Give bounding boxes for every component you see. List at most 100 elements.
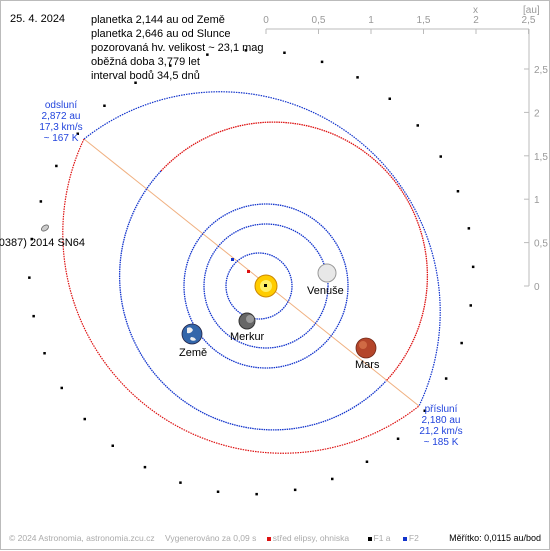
orbit-dot xyxy=(444,377,448,380)
orbit-dot xyxy=(471,265,475,269)
generated-text: Vygenerováno za 0,09 s xyxy=(165,533,257,543)
mercury-label: Merkur xyxy=(230,331,265,343)
orbit-dot xyxy=(83,417,86,421)
aphelion-title: odsluní xyxy=(44,100,78,111)
mars-orbit-red xyxy=(160,121,429,382)
orbit-dot xyxy=(206,53,209,56)
orbit-dot xyxy=(244,49,248,52)
orbit-dot xyxy=(111,444,114,447)
orbit-dot xyxy=(60,386,63,390)
mars-highlight xyxy=(359,341,367,349)
center-legend-swatch xyxy=(266,536,271,541)
mercury-shade xyxy=(246,315,254,323)
mars-orbit-blue xyxy=(118,170,387,431)
asteroid-label: (460387) 2014 SN64 xyxy=(0,237,85,249)
asteroid-orbit-blue xyxy=(83,91,441,407)
x-tick-label: 1,5 xyxy=(417,15,431,26)
orbit-dot xyxy=(460,341,463,345)
x-tick-label: 0 xyxy=(263,15,269,26)
earth-icon xyxy=(181,323,203,345)
y-tick-label: 1 xyxy=(534,195,540,206)
x-axis-name: x xyxy=(473,5,478,16)
orbit-dot xyxy=(439,155,442,158)
orbit-position-dots xyxy=(28,49,475,496)
perihelion-title: přísluní xyxy=(424,404,458,415)
y-tick-label: 0 xyxy=(534,282,540,293)
perihelion-temp: ~ 185 K xyxy=(423,437,459,448)
info-magnitude: pozorovaná hv. velikost ~ 23,1 mag xyxy=(91,42,264,54)
orbit-dot xyxy=(467,227,471,230)
y-axis-ticks: 2,521,510,50 xyxy=(524,65,548,293)
x-tick-label: 2,5 xyxy=(522,15,536,26)
orbit-dot xyxy=(43,352,46,355)
orbit-dot xyxy=(456,190,460,193)
orbit-dot xyxy=(320,60,324,64)
f2-legend-label: F2 xyxy=(408,533,419,543)
earth-clouds xyxy=(187,327,196,341)
f2-legend-swatch xyxy=(402,536,407,541)
y-tick-label: 2 xyxy=(534,108,540,119)
footer: © 2024 Astronomia, astronomia.zcu.cz Vyg… xyxy=(9,533,435,543)
ellipse-center-marker xyxy=(247,270,250,273)
mars-label: Mars xyxy=(355,359,380,371)
date-label: 25. 4. 2024 xyxy=(10,13,66,25)
orbit-dot xyxy=(76,132,79,135)
focus-f1-marker xyxy=(264,284,267,287)
orbit-dot xyxy=(169,64,172,67)
focus-f2-marker xyxy=(231,258,234,261)
orbit-dot xyxy=(356,76,359,79)
orbit-dot xyxy=(469,304,472,307)
orbit-dot xyxy=(255,492,258,496)
perihelion-speed: 21,2 km/s xyxy=(419,426,463,437)
perihelion-info: přísluní 2,180 au 21,2 km/s ~ 185 K xyxy=(411,404,471,448)
orbit-dot xyxy=(55,164,58,168)
perihelion-distance: 2,180 au xyxy=(421,415,461,426)
earth-label: Země xyxy=(179,347,208,359)
venus-icon xyxy=(317,263,337,283)
x-tick-label: 0,5 xyxy=(312,15,326,26)
info-sun-distance: planetka 2,646 au od Slunce xyxy=(91,28,231,40)
mercury-orbit xyxy=(225,252,293,320)
earth-orbit xyxy=(183,203,349,369)
orbit-dot xyxy=(388,97,391,100)
orbit-dot xyxy=(134,81,137,84)
orbit-dot xyxy=(396,437,400,440)
f1-legend-swatch xyxy=(367,536,372,541)
orbit-dot xyxy=(216,490,220,493)
orbit-dot xyxy=(331,477,334,481)
info-panel: planetka 2,144 au od Země planetka 2,646… xyxy=(91,13,264,83)
info-point-interval: interval bodů 34,5 dnů xyxy=(91,70,200,82)
mars-icon xyxy=(355,337,377,359)
aphelion-temp: ~ 167 K xyxy=(43,133,79,144)
info-earth-distance: planetka 2,144 au od Země xyxy=(91,14,225,26)
copyright-text: © 2024 Astronomia, astronomia.zcu.cz xyxy=(9,533,155,543)
venus-orbit xyxy=(203,223,329,349)
orbit-dot xyxy=(293,488,297,492)
orbit-dot xyxy=(39,200,43,203)
orbit-dot xyxy=(32,314,35,318)
x-tick-label: 1 xyxy=(368,15,374,26)
venus-label: Venuše xyxy=(307,285,344,297)
y-tick-label: 2,5 xyxy=(534,65,548,76)
apsis-line xyxy=(83,138,420,407)
y-tick-label: 0,5 xyxy=(534,239,548,250)
legend-foci: F1 a F2 xyxy=(367,533,427,543)
scale-label: Měřítko: 0,0115 au/bod xyxy=(449,533,541,543)
legend-center: střed elipsy, ohniska xyxy=(266,533,357,543)
orbit-dot xyxy=(30,237,33,241)
orbit-dot xyxy=(423,409,426,412)
orbit-dot xyxy=(416,124,419,127)
orbit-dot xyxy=(28,276,31,279)
x-axis-ticks: 0 0,5 1 1,5 2 2,5 xyxy=(263,15,536,34)
f1-legend-label: F1 a xyxy=(373,533,391,543)
aphelion-speed: 17,3 km/s xyxy=(39,122,83,133)
asteroid-orbit-red xyxy=(62,138,420,454)
orbit-dot xyxy=(143,465,147,469)
orbit-dot xyxy=(179,481,182,484)
x-tick-label: 2 xyxy=(473,15,479,26)
orbit-dot xyxy=(103,104,106,107)
orbit-dot xyxy=(365,460,369,463)
aphelion-info: odsluní 2,872 au 17,3 km/s ~ 167 K xyxy=(31,100,91,144)
